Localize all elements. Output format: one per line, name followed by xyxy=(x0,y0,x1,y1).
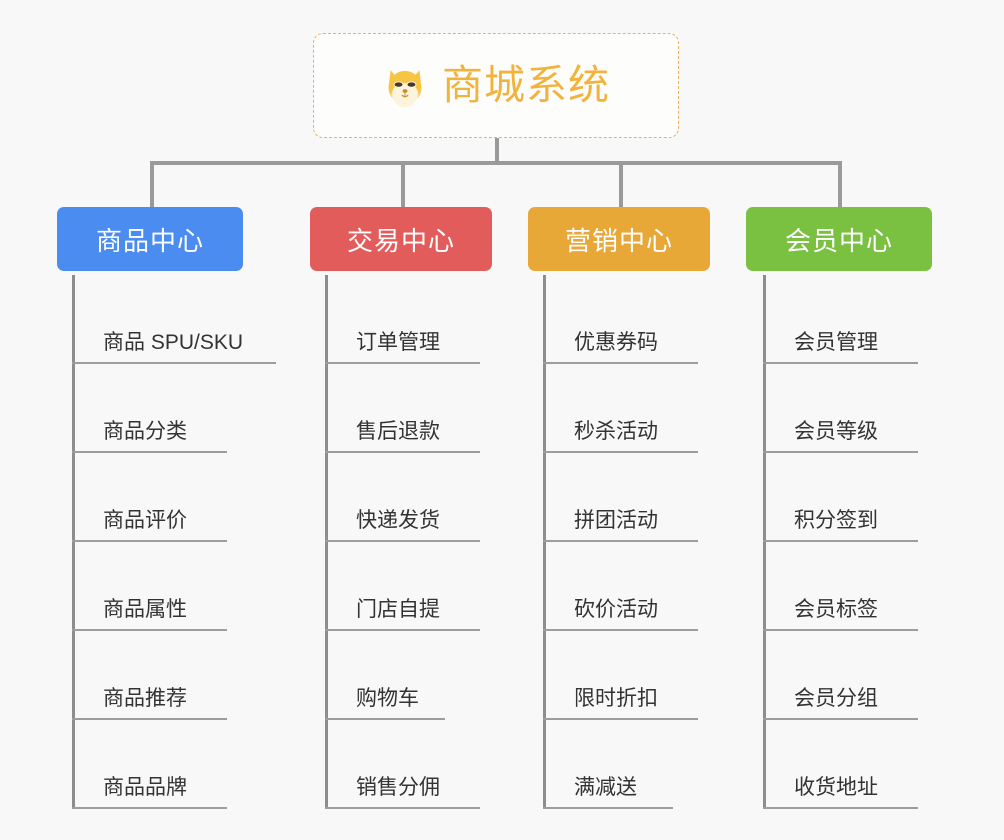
leaf-trunk-line-1 xyxy=(72,275,75,809)
leaf-trunk-line-4 xyxy=(763,275,766,809)
leaf-item[interactable]: 秒杀活动 xyxy=(543,364,708,453)
leaf-column-1: 商品 SPU/SKU 商品分类商品评价商品属性商品推荐商品品牌 xyxy=(72,275,302,809)
leaf-item-underline xyxy=(325,451,480,453)
branch-drop-line-3 xyxy=(619,161,623,207)
leaf-item[interactable]: 会员分组 xyxy=(763,631,928,720)
leaf-item-label: 商品 SPU/SKU xyxy=(103,331,244,354)
leaf-item-label: 商品分类 xyxy=(103,420,187,443)
leaf-item-label: 快递发货 xyxy=(356,509,440,532)
leaf-item-underline xyxy=(325,540,480,542)
leaf-item-label: 商品推荐 xyxy=(103,687,187,710)
leaf-item[interactable]: 会员标签 xyxy=(763,542,928,631)
leaf-item-underline xyxy=(72,718,227,720)
leaf-item-label: 会员管理 xyxy=(794,331,878,354)
leaf-item[interactable]: 销售分佣 xyxy=(325,720,490,809)
leaf-item[interactable]: 积分签到 xyxy=(763,453,928,542)
branch-drop-line-2 xyxy=(401,161,405,207)
leaf-item-label: 满减送 xyxy=(574,776,637,799)
leaf-item[interactable]: 商品评价 xyxy=(72,453,237,542)
leaf-trunk-line-3 xyxy=(543,275,546,809)
leaf-column-3: 优惠券码秒杀活动拼团活动砍价活动限时折扣满减送 xyxy=(543,275,773,809)
leaf-item[interactable]: 售后退款 xyxy=(325,364,490,453)
leaf-item-label: 销售分佣 xyxy=(356,776,440,799)
leaf-item[interactable]: 会员管理 xyxy=(763,275,928,364)
branch-box-label: 营销中心 xyxy=(564,225,673,256)
leaf-item-underline xyxy=(543,718,698,720)
branch-box-4[interactable]: 会员中心 xyxy=(746,207,932,271)
leaf-item[interactable]: 满减送 xyxy=(543,720,683,809)
leaf-item-underline xyxy=(763,540,918,542)
leaf-item-label: 商品品牌 xyxy=(103,776,187,799)
leaf-item[interactable]: 拼团活动 xyxy=(543,453,708,542)
branch-bus-line xyxy=(150,161,842,165)
leaf-item[interactable]: 优惠券码 xyxy=(543,275,708,364)
shiba-dog-icon xyxy=(382,63,428,109)
branch-box-label: 商品中心 xyxy=(95,225,204,256)
leaf-item-label: 积分签到 xyxy=(794,509,878,532)
leaf-item-label: 限时折扣 xyxy=(574,687,658,710)
leaf-item[interactable]: 订单管理 xyxy=(325,275,490,364)
leaf-item[interactable]: 商品品牌 xyxy=(72,720,237,809)
leaf-item-underline xyxy=(543,807,673,809)
leaf-item[interactable]: 购物车 xyxy=(325,631,455,720)
leaf-item-underline xyxy=(72,629,227,631)
leaf-item-underline xyxy=(763,718,918,720)
leaf-item-underline xyxy=(543,629,698,631)
leaf-item-label: 收货地址 xyxy=(794,776,878,799)
branch-box-3[interactable]: 营销中心 xyxy=(528,207,710,271)
leaf-item-underline xyxy=(325,718,445,720)
leaf-item[interactable]: 门店自提 xyxy=(325,542,490,631)
leaf-item[interactable]: 收货地址 xyxy=(763,720,928,809)
leaf-item-underline xyxy=(543,540,698,542)
branch-box-label: 交易中心 xyxy=(346,225,455,256)
leaf-item[interactable]: 限时折扣 xyxy=(543,631,708,720)
leaf-item[interactable]: 商品推荐 xyxy=(72,631,237,720)
leaf-item-label: 秒杀活动 xyxy=(574,420,658,443)
branch-drop-line-1 xyxy=(150,161,154,207)
branch-box-label: 会员中心 xyxy=(784,225,893,256)
leaf-item-label: 优惠券码 xyxy=(574,331,658,354)
leaf-item[interactable]: 快递发货 xyxy=(325,453,490,542)
leaf-item[interactable]: 商品属性 xyxy=(72,542,237,631)
leaf-item[interactable]: 砍价活动 xyxy=(543,542,708,631)
leaf-item-label: 砍价活动 xyxy=(574,598,658,621)
leaf-item-underline xyxy=(72,807,227,809)
leaf-item-underline xyxy=(763,629,918,631)
leaf-item-underline xyxy=(72,451,227,453)
branch-drop-line-4 xyxy=(838,161,842,207)
leaf-item-underline xyxy=(763,451,918,453)
leaf-item-label: 商品评价 xyxy=(103,509,187,532)
leaf-item[interactable]: 会员等级 xyxy=(763,364,928,453)
leaf-item-label: 拼团活动 xyxy=(574,509,658,532)
root-node-shopping-system[interactable]: 商城系统 xyxy=(313,33,679,138)
leaf-item-label: 售后退款 xyxy=(356,420,440,443)
leaf-item-underline xyxy=(543,451,698,453)
page-title: 商城系统 xyxy=(442,62,610,108)
leaf-item-label: 会员等级 xyxy=(794,420,878,443)
leaf-item-underline xyxy=(325,629,480,631)
leaf-item-underline xyxy=(543,362,698,364)
leaf-item-label: 商品属性 xyxy=(103,598,187,621)
leaf-item-label: 会员分组 xyxy=(794,687,878,710)
leaf-item-label: 购物车 xyxy=(356,687,419,710)
leaf-item-underline xyxy=(72,540,227,542)
leaf-trunk-line-2 xyxy=(325,275,328,809)
leaf-item-underline xyxy=(325,362,480,364)
leaf-item-underline xyxy=(763,807,918,809)
leaf-item-label: 门店自提 xyxy=(356,598,440,621)
leaf-column-2: 订单管理售后退款快递发货门店自提购物车销售分佣 xyxy=(325,275,555,809)
branch-box-1[interactable]: 商品中心 xyxy=(57,207,243,271)
leaf-item[interactable]: 商品 SPU/SKU xyxy=(72,275,286,364)
leaf-column-4: 会员管理会员等级积分签到会员标签会员分组收货地址 xyxy=(763,275,993,809)
leaf-item-label: 会员标签 xyxy=(794,598,878,621)
branch-box-2[interactable]: 交易中心 xyxy=(310,207,492,271)
root-stem-line xyxy=(495,138,499,165)
leaf-item-underline xyxy=(72,362,276,364)
leaf-item-underline xyxy=(325,807,480,809)
leaf-item[interactable]: 商品分类 xyxy=(72,364,237,453)
leaf-item-label: 订单管理 xyxy=(356,331,440,354)
leaf-item-underline xyxy=(763,362,918,364)
